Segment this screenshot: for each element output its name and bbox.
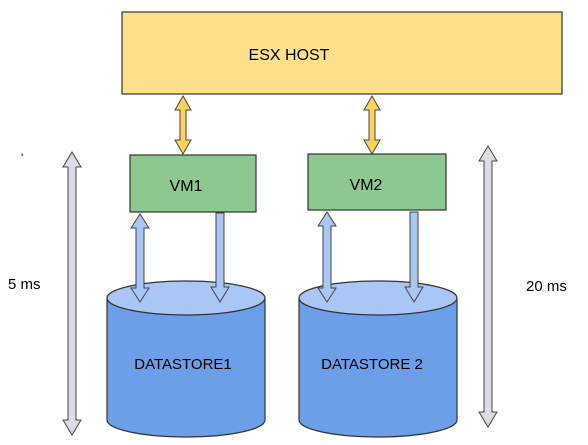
vm1-datastore1-bidirectional-arrow (130, 213, 150, 303)
datastore1-body (106, 298, 266, 438)
host-vm-arrows (174, 94, 381, 156)
datastore1-top (106, 280, 266, 316)
host-vm2-arrow (363, 94, 381, 156)
vm1-label: VM1 (170, 178, 203, 195)
vm2-label: VM2 (350, 177, 383, 194)
datastore1-cylinder (106, 280, 266, 438)
datastore1-label: DATASTORE1 (134, 356, 232, 373)
stray-marker: ' (21, 151, 23, 165)
vm1-box (129, 154, 257, 213)
latency-arrow-left (62, 151, 82, 436)
vm2-datastore2-down-arrow (404, 211, 424, 303)
esx-host-label: ESX HOST (249, 47, 330, 64)
latency-left-label: 5 ms (8, 276, 41, 293)
vm-ds-arrows (130, 211, 424, 303)
vm2-datastore2-bidirectional-arrow (317, 211, 337, 303)
latency-arrows (62, 145, 498, 436)
vm1-datastore1-down-arrow (210, 212, 230, 303)
datastore2-label: DATASTORE 2 (321, 356, 423, 373)
latency-right-label: 20 ms (526, 278, 567, 295)
datastore2-body (298, 298, 458, 438)
vm2-box (307, 153, 447, 211)
latency-arrow-right (478, 145, 498, 428)
host-vm1-arrow (174, 94, 192, 156)
esx-host-box (121, 11, 563, 95)
